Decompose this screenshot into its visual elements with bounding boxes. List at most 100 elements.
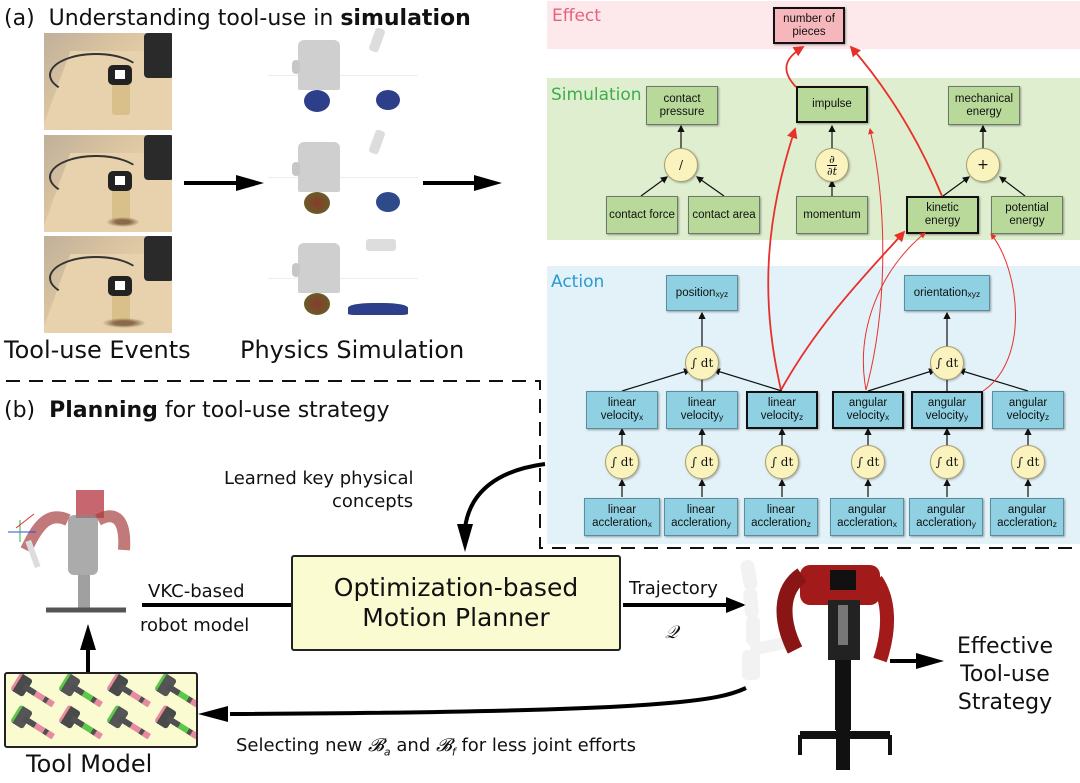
tool-model-box (4, 672, 198, 748)
velocity-line-1: angular (1008, 397, 1048, 409)
acceleration-line-1: linear (607, 504, 637, 516)
velocity-sub: y (719, 412, 724, 422)
vkc-label-1: VKC-based (148, 581, 245, 602)
learned-concepts-label-2: concepts (332, 491, 414, 512)
velocity-sub: z (1045, 412, 1050, 422)
hammer-icon (153, 674, 196, 708)
panel-a-title: (a) Understanding tool-use in simulation (4, 6, 471, 31)
position-label: position (675, 286, 716, 299)
acceleration-sub: y (726, 519, 731, 529)
feedback-ba-sub: a (383, 745, 391, 759)
acceleration-line-1: angular (847, 504, 887, 516)
node-contact-force: contact force (606, 196, 678, 234)
node-kinetic-energy: kinetic energy (906, 196, 979, 234)
effective-line-3: Strategy (957, 690, 1053, 715)
feedback-ba: 𝓑 (368, 735, 384, 756)
velocity-line-1: linear (767, 397, 797, 409)
arrow-sim-to-graph (423, 175, 502, 191)
orientation-sub: xyz (967, 288, 981, 299)
acceleration-word: accleration (671, 517, 727, 529)
operator-plus: + (966, 148, 1000, 182)
baxter-robot-image (740, 560, 894, 770)
panel-a-title-bold: simulation (340, 6, 471, 31)
acceleration-sub: z (806, 519, 811, 529)
node-acceleration: angular acclerationy (909, 498, 983, 536)
tool-use-photo-1 (44, 33, 172, 130)
velocity-sub: x (885, 412, 890, 422)
tool-model-label: Tool Model (26, 750, 153, 778)
velocity-sub: y (964, 412, 969, 422)
arrow-events-to-sim (184, 175, 264, 191)
node-acceleration: linear acclerationy (664, 498, 738, 536)
robot-model-image (8, 490, 131, 613)
acceleration-sub: x (647, 519, 652, 529)
acceleration-line-1: angular (926, 504, 966, 516)
acceleration-word: accleration (997, 517, 1053, 529)
simulation-render-1 (268, 27, 438, 125)
node-acceleration: linear acclerationz (744, 498, 818, 536)
acceleration-word: accleration (592, 517, 648, 529)
velocity-word: velocity (680, 410, 720, 422)
derivative-numerator: ∂ (827, 152, 837, 166)
node-number-of-pieces: number of pieces (773, 7, 845, 44)
velocity-line-2: velocityx (601, 410, 644, 423)
trajectory-symbol: 𝒬 (665, 622, 678, 643)
velocity-line-2: velocityz (761, 410, 804, 423)
velocity-word: velocity (846, 410, 886, 422)
acceleration-word: accleration (751, 517, 807, 529)
panel-a-title-text: Understanding tool-use in (48, 6, 341, 31)
node-contact-area: contact area (688, 196, 760, 234)
velocity-sub: z (799, 412, 804, 422)
acceleration-sub: x (892, 519, 897, 529)
node-acceleration: angular acclerationx (830, 498, 904, 536)
effective-line-2: Tool-use (960, 662, 1050, 687)
action-label: Action (551, 272, 605, 292)
node-velocity: angular velocityz (992, 391, 1064, 429)
feedback-bf-sub: f (451, 745, 456, 759)
node-momentum: momentum (796, 196, 868, 234)
vkc-label-2: robot model (140, 615, 250, 636)
arrow-planner-to-robot (623, 597, 746, 613)
operator-integral: ∫ dt (765, 445, 799, 479)
node-impulse: impulse (796, 86, 868, 123)
acceleration-line-1: linear (766, 504, 796, 516)
feedback-mid: and (390, 735, 436, 756)
hammer-icon (153, 704, 196, 740)
panel-b-title: (b) Planning for tool-use strategy (4, 398, 389, 423)
velocity-line-2: velocityy (926, 410, 969, 423)
node-mechanical-energy: mechanical energy (948, 86, 1020, 125)
operator-integral-position: ∫ dt (685, 346, 719, 380)
operator-integral: ∫ dt (930, 445, 964, 479)
node-velocity: angular velocityy (911, 391, 983, 429)
arrow-feedback-to-tool (198, 686, 747, 722)
operator-partial-derivative: ∂∂t (815, 148, 849, 182)
simulation-render-3 (268, 239, 438, 328)
acceleration-sub: z (1052, 519, 1057, 529)
operator-integral: ∫ dt (1011, 445, 1045, 479)
velocity-line-1: linear (607, 397, 637, 409)
node-velocity: linear velocityz (746, 391, 818, 429)
node-contact-pressure: contact pressure (646, 86, 718, 125)
velocity-word: velocity (925, 410, 965, 422)
acceleration-word: accleration (916, 517, 972, 529)
velocity-line-1: linear (687, 397, 717, 409)
velocity-line-1: angular (848, 397, 888, 409)
node-velocity: linear velocityy (666, 391, 738, 429)
panel-a-prefix: (a) (4, 6, 35, 31)
planner-label-1: Optimization-based (333, 573, 579, 602)
hammer-icon (105, 704, 151, 740)
node-acceleration: linear acclerationx (584, 498, 660, 536)
operator-integral: ∫ dt (851, 445, 885, 479)
operator-integral-orientation: ∫ dt (930, 346, 964, 380)
planner-label-2: Motion Planner (362, 603, 550, 632)
hammer-icon (9, 704, 55, 740)
velocity-line-1: angular (927, 397, 967, 409)
operator-integral: ∫ dt (685, 445, 719, 479)
learned-concepts-label-1: Learned key physical (224, 468, 414, 489)
node-potential-energy: potential energy (991, 196, 1063, 234)
